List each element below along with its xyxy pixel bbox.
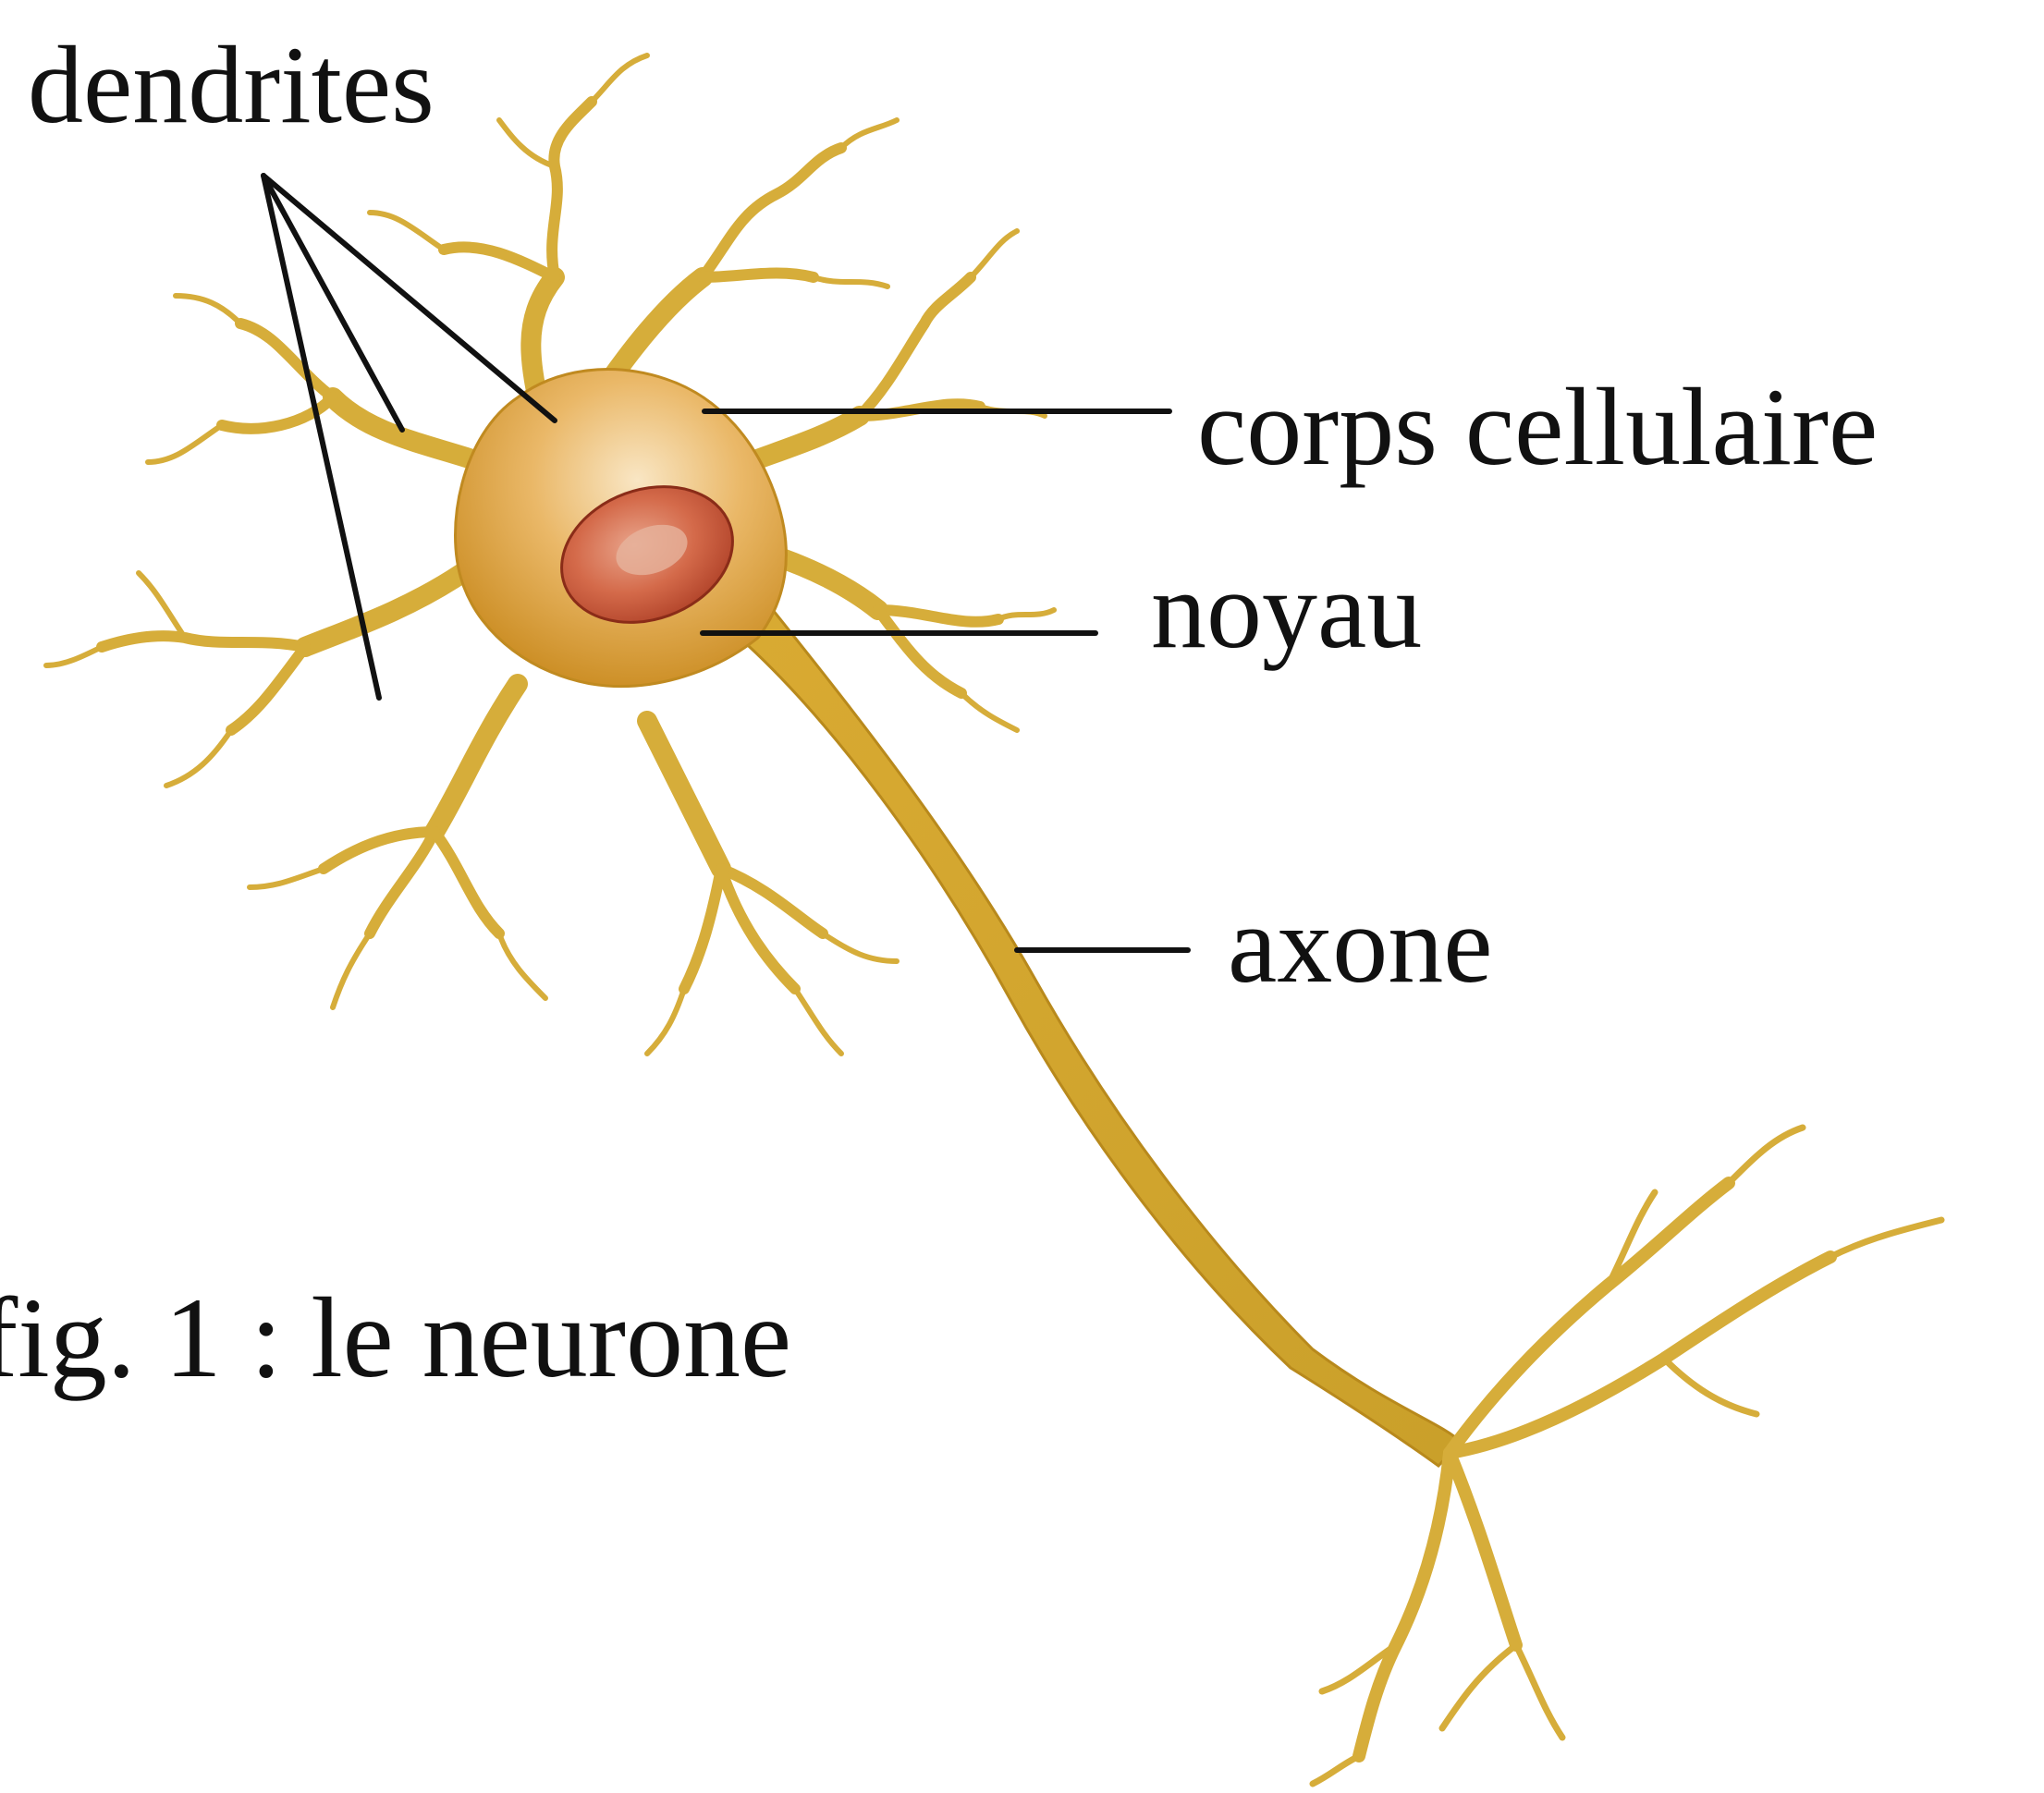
- figure-caption: fig. 1 : le neurone: [0, 1281, 791, 1396]
- axon-terminal-branches: [1313, 1128, 1941, 1784]
- label-dendrites: dendrites: [28, 30, 435, 140]
- label-nucleus: noyau: [1151, 555, 1422, 665]
- label-cell-body: corps cellulaire: [1197, 372, 1878, 482]
- axon-shape: [740, 592, 1461, 1466]
- leader-line-dendrite-lower: [263, 176, 379, 698]
- label-axon: axone: [1228, 889, 1493, 1000]
